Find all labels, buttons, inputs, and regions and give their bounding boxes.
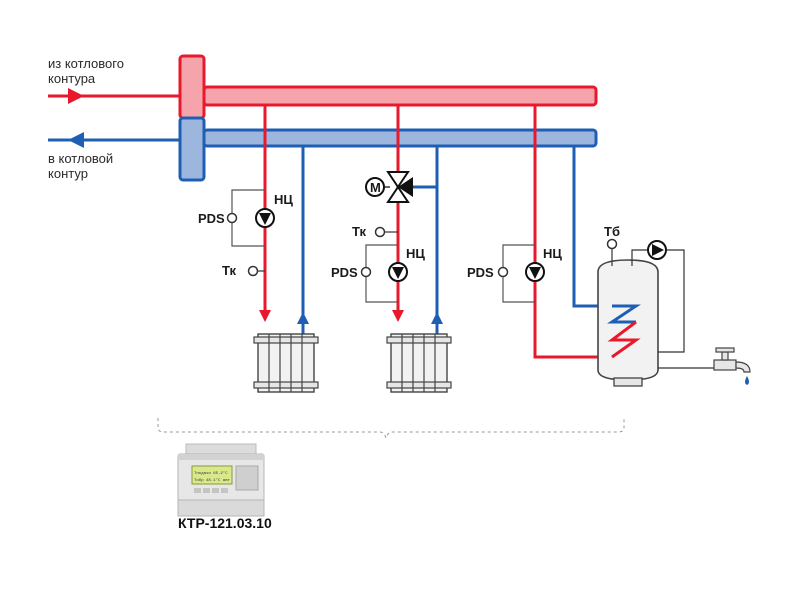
label-from-boiler-1: из котлового (48, 56, 124, 71)
radiator-circuit-1 (226, 105, 309, 334)
display-line-1: Тподачи 65.2°C (194, 471, 228, 476)
supply-header-pipe (202, 85, 598, 107)
pds-label-3: PDS (467, 265, 494, 280)
temperature-sensor-icon (247, 265, 259, 277)
controller-bracket (157, 418, 625, 440)
device-model-label: КТР-121.03.10 (178, 515, 272, 531)
tap-icon (713, 347, 751, 385)
tk-label-2: Тк (352, 224, 366, 239)
label-to-boiler-1: в котловой (48, 151, 113, 166)
hydraulic-separator (178, 54, 206, 182)
return-outlet-arrow (48, 132, 180, 148)
recirculation-loop (631, 240, 685, 353)
radiator-icon (253, 333, 319, 393)
tb-label: Тб (604, 224, 620, 239)
supply-inlet-arrow (48, 88, 180, 104)
mixing-valve-icon (386, 171, 413, 203)
water-heater-tank (597, 259, 659, 387)
pump-label-3: НЦ (543, 246, 562, 261)
temperature-sensor-icon (374, 226, 386, 238)
pump-label-1: НЦ (274, 192, 293, 207)
radiator-circuit-2 (360, 105, 443, 334)
temperature-sensor-icon (606, 238, 618, 250)
label-from-boiler-2: контура (48, 71, 96, 86)
display-line-2: Тобр 48.1°C авт (194, 478, 231, 483)
motor-label: М (370, 180, 381, 195)
pump-label-2: НЦ (406, 246, 425, 261)
tk-label-1: Тк (222, 263, 236, 278)
pds-label-2: PDS (331, 265, 358, 280)
motor-icon (365, 177, 385, 197)
return-header-pipe (202, 128, 598, 148)
pds-label-1: PDS (198, 211, 225, 226)
label-to-boiler-2: контур (48, 166, 88, 181)
controller-display (191, 465, 233, 485)
controller-device: Тподачи 65.2°C Тобр 48.1°C авт (177, 443, 265, 517)
dhw-circuit (497, 105, 612, 359)
radiator-icon (386, 333, 452, 393)
